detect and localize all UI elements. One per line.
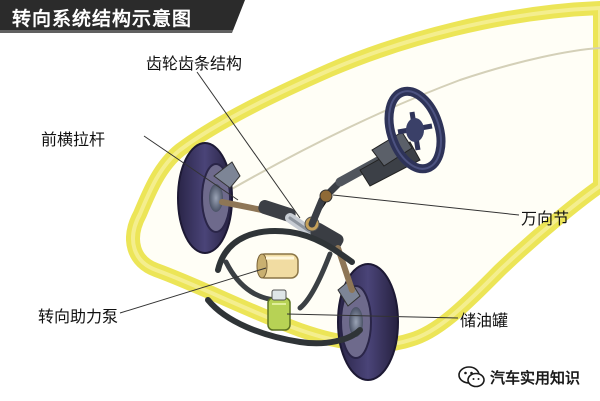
- label-reservoir: 储油罐: [460, 311, 509, 330]
- watermark-text: 汽车实用知识: [490, 369, 581, 387]
- label-gear: 齿轮齿条结构: [146, 54, 243, 73]
- label-ujoint: 万向节: [521, 209, 570, 228]
- leader-lines: [119, 71, 520, 319]
- left-wheel: [177, 142, 241, 254]
- label-tie-rod: 前横拉杆: [41, 130, 106, 149]
- label-pump: 转向助力泵: [38, 307, 119, 326]
- fluid-reservoir: [267, 289, 291, 331]
- wechat-icon: [458, 366, 485, 388]
- page-title: 转向系统结构示意图: [12, 8, 193, 30]
- chassis-hoses: [205, 228, 363, 347]
- steering-wheel: [384, 86, 446, 174]
- power-steering-pump: [256, 253, 299, 279]
- watermark: 汽车实用知识: [458, 364, 600, 394]
- title-banner: 转向系统结构示意图: [0, 0, 245, 33]
- title-banner-shape: [0, 0, 245, 33]
